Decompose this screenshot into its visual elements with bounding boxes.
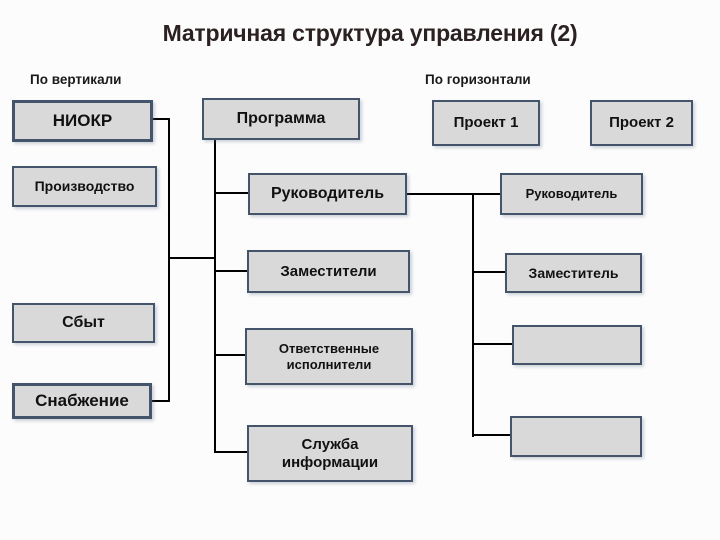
- node-proizvodstvo: Производство: [12, 166, 157, 207]
- node-sluzhba: Служба информации: [247, 425, 413, 482]
- node-zamestiteli-label: Заместители: [280, 262, 377, 280]
- axis-label-horizontal: По горизонтали: [425, 72, 531, 87]
- connector-niokr-stub: [153, 118, 170, 120]
- node-proizvodstvo-label: Производство: [34, 178, 135, 195]
- node-sluzhba-label: Служба информации: [281, 435, 379, 471]
- connector-branch-rukovoditel: [214, 192, 248, 194]
- node-otvetstvennye: Ответственные исполнители: [245, 328, 413, 385]
- node-sbyt-label: Сбыт: [62, 314, 105, 332]
- connector-rukovoditel-to-rukovoditel: [407, 193, 500, 195]
- connector-left-vertical: [168, 118, 170, 402]
- axis-label-vertical: По вертикали: [30, 72, 122, 87]
- node-programma-label: Программа: [236, 110, 326, 128]
- node-empty-box-1: [512, 325, 642, 365]
- node-rukovoditel-mid: Руководитель: [248, 173, 407, 215]
- node-proekt-1-label: Проект 1: [453, 114, 519, 131]
- node-sbyt: Сбыт: [12, 303, 155, 343]
- connector-cross-link: [168, 257, 216, 259]
- connector-branch-empty-1: [472, 343, 512, 345]
- node-otvetstvennye-label: Ответственные исполнители: [278, 340, 380, 372]
- node-niokr: НИОКР: [12, 100, 153, 142]
- node-empty-box-2: [510, 416, 642, 457]
- node-rukovoditel-mid-label: Руководитель: [270, 185, 385, 203]
- node-snabzhenie-label: Снабжение: [35, 390, 129, 410]
- connector-branch-zamestitel: [472, 271, 505, 273]
- node-zamestiteli: Заместители: [247, 250, 410, 293]
- node-proekt-2: Проект 2: [590, 100, 693, 146]
- node-niokr-label: НИОКР: [52, 110, 113, 130]
- connector-branch-empty-2: [472, 434, 510, 436]
- node-rukovoditel-right-label: Руководитель: [525, 186, 618, 202]
- connector-snabzhenie-stub: [152, 400, 170, 402]
- node-proekt-1: Проект 1: [432, 100, 540, 146]
- connector-branch-sluzhba: [214, 451, 247, 453]
- node-proekt-2-label: Проект 2: [609, 114, 674, 131]
- connector-right-vertical: [472, 193, 474, 437]
- connector-programma-vertical: [214, 140, 216, 453]
- node-snabzhenie: Снабжение: [12, 383, 152, 419]
- slide-title: Матричная структура управления (2): [162, 20, 578, 46]
- connector-branch-otvetstvennye: [214, 354, 245, 356]
- node-rukovoditel-right: Руководитель: [500, 173, 643, 215]
- connector-branch-zamestiteli: [214, 270, 247, 272]
- node-programma: Программа: [202, 98, 360, 140]
- node-zamestitel-right: Заместитель: [505, 253, 642, 293]
- node-zamestitel-right-label: Заместитель: [528, 264, 619, 281]
